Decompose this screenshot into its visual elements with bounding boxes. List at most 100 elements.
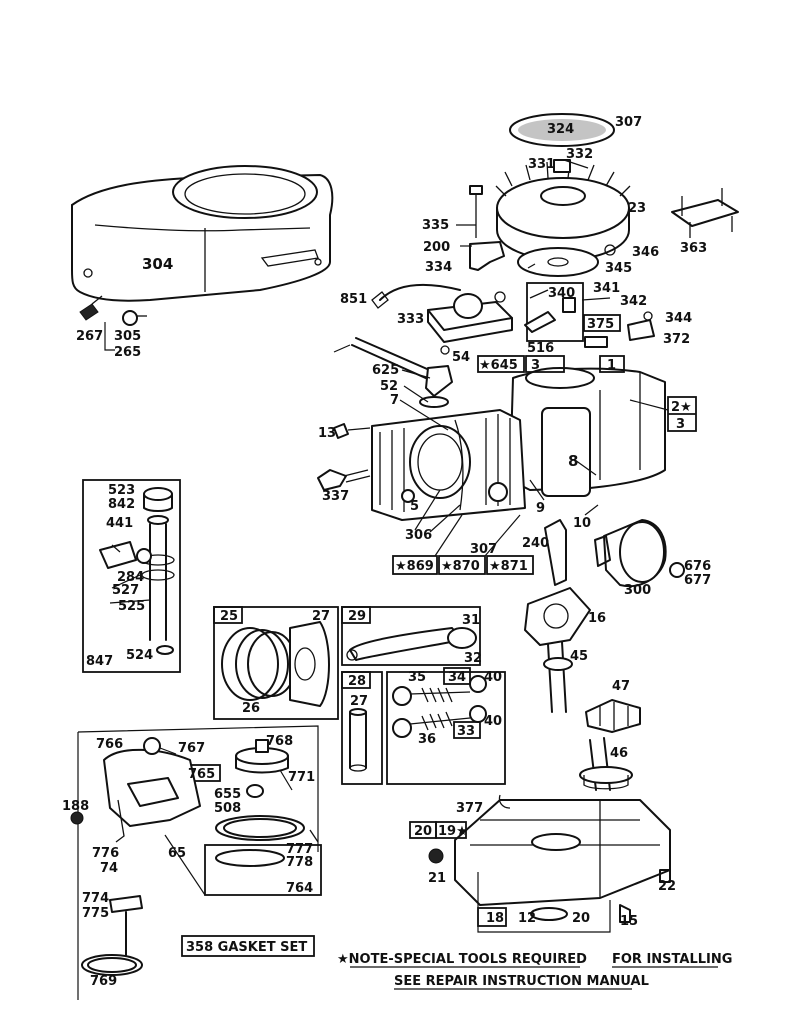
callout-842: 842 — [108, 497, 135, 512]
callout-frames — [181, 314, 697, 957]
callout-769: 769 — [90, 974, 117, 989]
cylinder-block-illustration — [371, 367, 666, 521]
callout-335: 335 — [422, 218, 449, 233]
callout-10: 10 — [573, 516, 591, 531]
callout-871: ★871 — [489, 559, 528, 574]
callout-306: 306 — [405, 528, 432, 543]
blower-housing-illustration — [71, 165, 334, 302]
part-labels: 324 307 331 332 23 363 304 335 200 334 3… — [62, 115, 732, 990]
callout-645: ★645 — [479, 358, 518, 373]
callout-240: 240 — [522, 536, 549, 551]
piston-group-illustration — [213, 606, 339, 720]
callout-52: 52 — [380, 379, 398, 394]
callout-768: 768 — [266, 734, 293, 749]
callout-28: 28 — [348, 674, 366, 689]
callout-766: 766 — [96, 737, 123, 752]
rewind-starter-illustration — [70, 725, 322, 1000]
callout-1: 1 — [607, 358, 616, 373]
callout-188: 188 — [62, 799, 89, 814]
callout-65: 65 — [168, 846, 186, 861]
callout-869: ★869 — [395, 559, 434, 574]
callout-19-star: 19★ — [438, 824, 468, 839]
callout-851: 851 — [340, 292, 367, 307]
callout-22: 22 — [658, 879, 676, 894]
callout-13: 13 — [318, 426, 336, 441]
callout-25: 25 — [220, 609, 238, 624]
callout-337: 337 — [322, 489, 349, 504]
bracket-363-illustration — [671, 188, 739, 238]
callout-344: 344 — [665, 311, 692, 326]
callout-265: 265 — [114, 345, 141, 360]
callout-847: 847 — [86, 654, 113, 669]
callout-20-left: 20 — [414, 824, 432, 839]
callout-54: 54 — [452, 350, 470, 365]
callout-307: 307 — [615, 115, 642, 130]
callout-5: 5 — [410, 499, 419, 514]
callout-46: 46 — [610, 746, 628, 761]
callout-20-bottom: 20 — [572, 911, 590, 926]
housing-screws-illustration — [79, 295, 147, 351]
callout-346: 346 — [632, 245, 659, 260]
callout-7: 7 — [390, 393, 399, 408]
callout-340: 340 — [548, 286, 575, 301]
callout-524: 524 — [126, 648, 153, 663]
note-line-1-prefix: ★NOTE-SPECIAL TOOLS REQUIRED — [337, 952, 587, 967]
callout-21: 21 — [428, 871, 446, 886]
callout-342: 342 — [620, 294, 647, 309]
callout-677: 677 — [684, 573, 711, 588]
callout-47: 47 — [612, 679, 630, 694]
callout-45: 45 — [570, 649, 588, 664]
callout-36: 36 — [418, 732, 436, 747]
breather-tube-illustration — [351, 337, 453, 408]
callout-40-top: 40 — [484, 670, 502, 685]
callout-16: 16 — [588, 611, 606, 626]
gasket-set-label: 358 GASKET SET — [186, 940, 307, 955]
linkage-parts-illustration — [524, 282, 655, 348]
callout-284: 284 — [117, 570, 144, 585]
callout-35: 35 — [408, 670, 426, 685]
crankshaft-illustration — [524, 519, 591, 713]
callout-345: 345 — [605, 261, 632, 276]
callout-200: 200 — [423, 240, 450, 255]
callout-307-lower: 307 — [470, 542, 497, 557]
cam-gear-illustration — [579, 699, 641, 791]
callout-775: 775 — [82, 906, 109, 921]
callout-304: 304 — [142, 255, 173, 273]
callout-34: 34 — [448, 670, 466, 685]
spark-plug-illustration — [317, 423, 371, 491]
bracket-200-illustration — [469, 185, 505, 271]
connecting-rod-illustration — [341, 606, 481, 666]
callout-332: 332 — [566, 147, 593, 162]
callout-334: 334 — [425, 260, 452, 275]
callout-324: 324 — [547, 122, 574, 137]
callout-508: 508 — [214, 801, 241, 816]
callout-26: 26 — [242, 701, 260, 716]
callout-31: 31 — [462, 613, 480, 628]
ignition-armature-illustration — [371, 283, 513, 343]
callout-9: 9 — [536, 501, 545, 516]
callout-771: 771 — [288, 770, 315, 785]
callout-333: 333 — [397, 312, 424, 327]
callout-40-bottom: 40 — [484, 714, 502, 729]
brake-plate-illustration — [517, 244, 616, 277]
callout-625: 625 — [372, 363, 399, 378]
note-line-1-suffix: FOR INSTALLING — [612, 952, 732, 967]
callout-331: 331 — [528, 157, 555, 172]
callout-27-pin: 27 — [350, 694, 368, 709]
callout-764: 764 — [286, 881, 313, 896]
callout-375: 375 — [587, 317, 614, 332]
callout-300: 300 — [624, 583, 651, 598]
callout-777: 777 — [286, 842, 313, 857]
callout-8: 8 — [568, 452, 578, 470]
callout-18: 18 — [486, 911, 504, 926]
callout-377: 377 — [456, 801, 483, 816]
callout-267: 267 — [76, 329, 103, 344]
callout-523: 523 — [108, 483, 135, 498]
callout-341: 341 — [593, 281, 620, 296]
callout-29: 29 — [348, 609, 366, 624]
callout-870: ★870 — [441, 559, 480, 574]
callout-527: 527 — [112, 583, 139, 598]
callout-372: 372 — [663, 332, 690, 347]
callout-15: 15 — [620, 914, 638, 929]
